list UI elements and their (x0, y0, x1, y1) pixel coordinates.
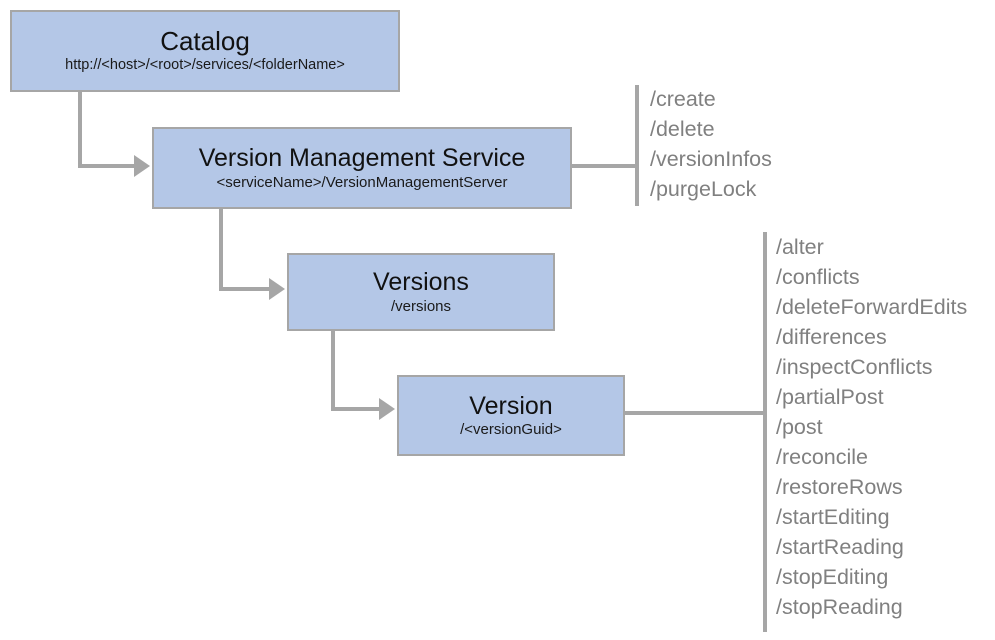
node-version-management-service-title: Version Management Service (198, 144, 526, 173)
node-catalog-subtitle: http://<host>/<root>/services/<folderNam… (65, 57, 345, 74)
connector-version-to-operations-horizontal (625, 411, 767, 415)
endpoint-item: /alter (776, 235, 824, 259)
endpoint-item: /deleteForwardEdits (776, 295, 968, 319)
endpoint-item: /create (650, 87, 716, 111)
connector-service-to-versions-horizontal (219, 287, 273, 291)
endpoint-item: /startReading (776, 535, 904, 559)
connector-versions-to-version-horizontal (331, 407, 383, 411)
endpoint-item: /differences (776, 325, 887, 349)
node-version[interactable]: Version /<versionGuid> (397, 375, 625, 456)
node-versions[interactable]: Versions /versions (287, 253, 555, 331)
endpoint-item: /startEditing (776, 505, 890, 529)
arrowhead-versions-to-version-icon (379, 398, 395, 420)
connector-versions-to-version-vertical (331, 331, 335, 411)
endpoint-item: /reconcile (776, 445, 869, 469)
node-version-title: Version (469, 391, 553, 420)
connector-catalog-to-service-horizontal (78, 164, 138, 168)
node-version-management-service[interactable]: Version Management Service <serviceName>… (152, 127, 572, 209)
arrowhead-service-to-versions-icon (269, 278, 285, 300)
bracket-service-operations (635, 85, 639, 206)
endpoint-item: /conflicts (776, 265, 860, 289)
endpoint-item: /delete (650, 117, 715, 141)
node-catalog[interactable]: Catalog http://<host>/<root>/services/<f… (10, 10, 400, 92)
connector-service-to-operations-horizontal (572, 164, 639, 168)
endpoint-item: /stopEditing (776, 565, 889, 589)
endpoint-list-service-operations: /create/delete/versionInfos/purgeLock (650, 84, 772, 204)
node-version-subtitle: /<versionGuid> (460, 421, 562, 439)
arrowhead-catalog-to-service-icon (134, 155, 150, 177)
endpoint-item: /post (776, 415, 823, 439)
node-version-management-service-subtitle: <serviceName>/VersionManagementServer (216, 173, 508, 191)
endpoint-list-version-operations: /alter/conflicts/deleteForwardEdits/diff… (776, 232, 967, 622)
endpoint-item: /stopReading (776, 595, 903, 619)
endpoint-item: /versionInfos (650, 147, 772, 171)
node-catalog-title: Catalog (160, 25, 250, 56)
connector-service-to-versions-vertical (219, 209, 223, 291)
endpoint-item: /purgeLock (650, 177, 757, 201)
endpoint-item: /inspectConflicts (776, 355, 933, 379)
bracket-version-operations (763, 232, 767, 632)
node-versions-title: Versions (373, 268, 469, 297)
connector-catalog-to-service-vertical (78, 92, 82, 168)
endpoint-item: /partialPost (776, 385, 884, 409)
node-versions-subtitle: /versions (390, 297, 452, 315)
endpoint-item: /restoreRows (776, 475, 903, 499)
